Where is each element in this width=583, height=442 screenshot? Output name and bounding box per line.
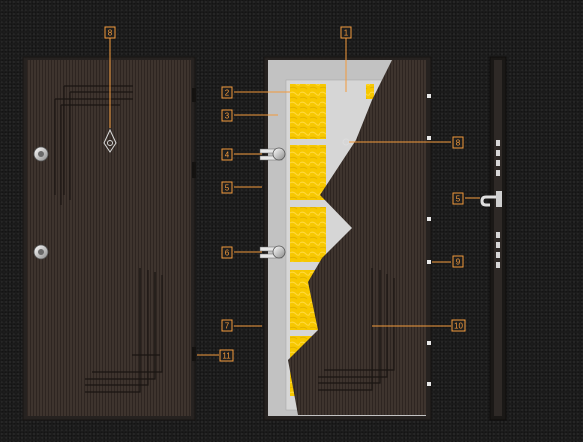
svg-text:1: 1: [344, 29, 349, 38]
handle-icon: [480, 191, 502, 207]
callout-8-top: 8: [104, 26, 116, 39]
callout-4: 4: [221, 148, 233, 161]
svg-text:5: 5: [456, 195, 461, 204]
svg-text:6: 6: [225, 249, 230, 258]
lock-plate-upper: [496, 140, 500, 176]
callout-11: 11: [219, 349, 234, 362]
lock-bolt-upper: [259, 147, 286, 161]
svg-text:8: 8: [456, 139, 461, 148]
svg-text:2: 2: [225, 89, 230, 98]
svg-text:3: 3: [225, 112, 230, 121]
svg-text:4: 4: [225, 151, 230, 160]
svg-text:7: 7: [225, 322, 230, 331]
callout-9: 9: [452, 255, 464, 268]
peephole-icon: [103, 128, 117, 153]
svg-text:8: 8: [108, 29, 113, 38]
svg-text:11: 11: [222, 352, 231, 361]
callout-2: 2: [221, 86, 233, 99]
callout-5-left: 5: [221, 181, 233, 194]
callout-8-right: 8: [452, 136, 464, 149]
callout-6: 6: [221, 246, 233, 259]
lock-cylinder-lower: [33, 244, 49, 260]
lock-cylinder-upper: [33, 146, 49, 162]
lock-plate-lower: [496, 232, 500, 268]
hinge-lower: [192, 347, 196, 361]
callout-1: 1: [340, 26, 352, 39]
callout-7: 7: [221, 319, 233, 332]
front-door-panel: [27, 60, 191, 416]
hinge-upper: [192, 88, 196, 102]
callout-5-right: 5: [452, 192, 464, 205]
lock-bolt-lower: [259, 245, 286, 259]
callout-3: 3: [221, 109, 233, 122]
svg-text:5: 5: [225, 184, 230, 193]
cutaway-door: [259, 56, 432, 421]
groove-pattern-cutaway: [318, 268, 395, 391]
svg-text:9: 9: [456, 258, 461, 267]
callout-leaders: [109, 38, 480, 356]
svg-text:10: 10: [454, 322, 463, 331]
groove-pattern-top: [54, 85, 133, 205]
side-profile: [480, 56, 507, 421]
front-door: [22, 56, 196, 421]
callout-10: 10: [451, 319, 466, 332]
hinge-middle: [192, 162, 196, 178]
anti-removal-pins: [427, 94, 431, 386]
groove-pattern-bottom: [85, 268, 163, 393]
